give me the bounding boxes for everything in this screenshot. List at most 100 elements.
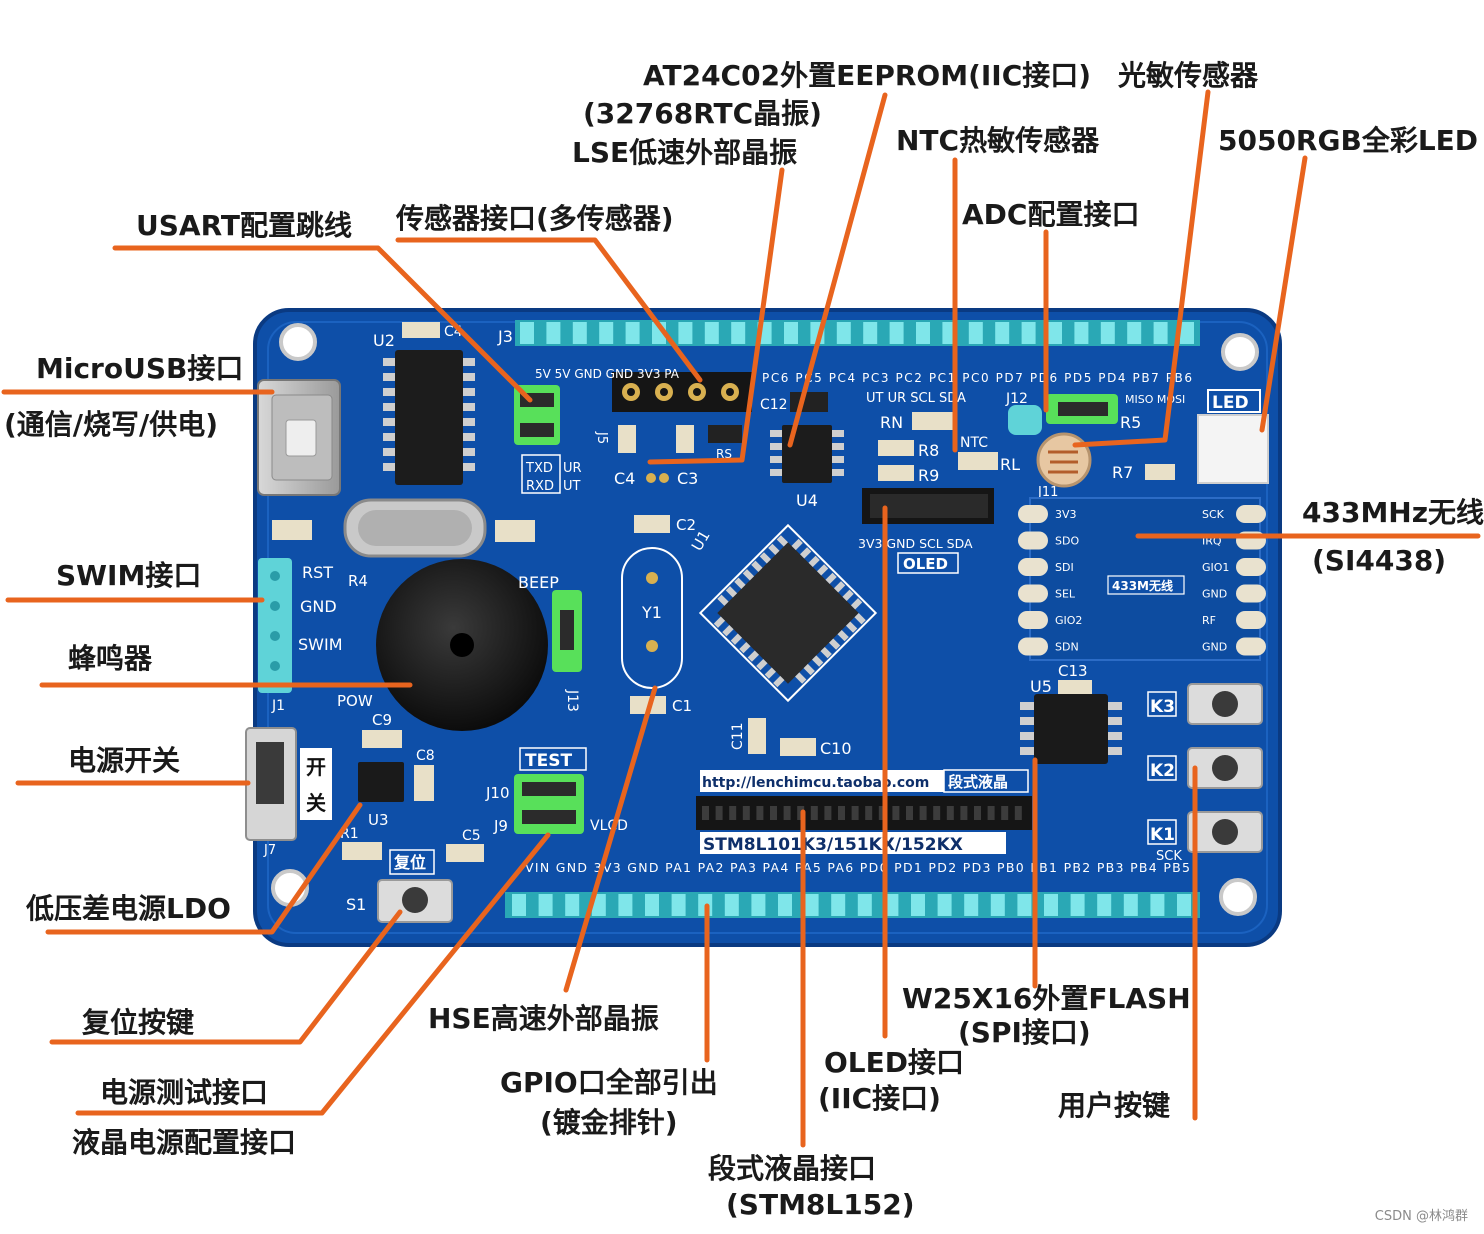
header-pin	[831, 894, 846, 916]
mcu-pin	[768, 543, 780, 556]
header-pin	[1070, 894, 1085, 916]
seg-pin	[702, 806, 709, 820]
mcu-pin	[742, 569, 755, 581]
mcu-pin	[764, 667, 776, 679]
chip-pin	[463, 463, 475, 471]
label-microusb: MicroUSB接口	[36, 352, 243, 385]
mcu-pin	[854, 612, 866, 625]
chip-pin	[463, 388, 475, 396]
crystal-can	[343, 498, 535, 558]
c12-label: C12	[760, 397, 788, 413]
swim-header: RST GND SWIM R4 J1 POW	[258, 520, 373, 714]
chip-pin	[1020, 732, 1034, 740]
rf-pad	[1236, 637, 1266, 656]
mcu-pin	[816, 564, 829, 576]
chip-pin	[463, 403, 475, 411]
label-hse-crystal: HSE高速外部晶振	[428, 1002, 659, 1035]
gnd-label: GND	[300, 597, 337, 616]
header-pin	[1127, 322, 1142, 344]
mcu-pin	[747, 650, 760, 662]
label-power-switch: 电源开关	[68, 744, 180, 777]
label-power-test: 电源测试接口	[100, 1076, 268, 1109]
c1-label: C1	[672, 697, 692, 715]
switch-on-label: 开	[306, 755, 326, 779]
rf-pad	[1236, 558, 1266, 576]
header-pin	[916, 322, 930, 344]
chip-pin	[770, 443, 782, 450]
r9-label: R9	[918, 466, 939, 485]
chip-pin	[1108, 732, 1122, 740]
rf-pin-left-label: SDO	[1055, 535, 1079, 548]
mcu-pin	[833, 581, 846, 593]
header-pin	[671, 894, 686, 916]
label-flash-sub: (SPI接口)	[958, 1016, 1091, 1049]
seg-pin	[729, 806, 737, 820]
key-k3[interactable]	[1187, 683, 1263, 725]
label-oled: OLED接口	[824, 1046, 964, 1079]
beep-label: BEEP	[518, 573, 559, 592]
header-pin	[836, 322, 851, 344]
mcu-pin	[730, 633, 743, 645]
leader-ldo	[45, 802, 363, 935]
header-pin	[884, 894, 899, 916]
label-ldo: 低压差电源LDO	[25, 892, 231, 925]
c9-label: C9	[372, 711, 392, 729]
label-oled-sub: (IIC接口)	[818, 1082, 941, 1115]
rxd-label: RXD	[526, 479, 554, 494]
header-pin	[1150, 894, 1165, 916]
header-pin	[937, 894, 952, 916]
header-pin	[1180, 322, 1194, 344]
u2-chip: U2 C4	[373, 322, 475, 485]
buzzer	[376, 559, 548, 731]
header-pin	[645, 894, 659, 916]
test-vlcd-jumpers: TEST J10 J9 VLCD	[485, 747, 628, 835]
chip-pin	[1108, 717, 1122, 725]
chip-pin	[383, 418, 395, 426]
header-pin	[1153, 322, 1168, 344]
ut-ur-scl-sda-label: UT UR SCL SDA	[866, 391, 966, 406]
chip-pin	[770, 469, 782, 476]
header-pin	[964, 894, 979, 916]
mcu-pin	[722, 625, 734, 637]
key-k2[interactable]	[1187, 747, 1263, 789]
j12-label: J12	[1005, 391, 1028, 407]
rf-module-tag: 433M无线	[1112, 578, 1173, 593]
chip-pin	[1108, 702, 1122, 710]
rf-pad	[1236, 505, 1266, 523]
header-pin	[731, 322, 746, 344]
power-switch[interactable]: 开 关 J7	[245, 727, 332, 858]
rst-label: RST	[302, 563, 333, 582]
key-k1[interactable]	[1187, 811, 1263, 853]
rf-pin-left-label: SDN	[1055, 641, 1079, 654]
header-pin	[863, 322, 878, 344]
header-pin	[512, 894, 526, 916]
chip-pin	[832, 469, 844, 476]
j5-label: J5	[594, 431, 609, 444]
header-pin	[1074, 322, 1089, 344]
leader-lines	[1, 89, 1481, 1148]
header-pin	[1100, 322, 1115, 344]
chip-pin	[463, 433, 475, 441]
leader-power-test	[75, 832, 551, 1116]
label-wireless-sub: (SI4438)	[1312, 544, 1446, 577]
ur-label: UR	[563, 461, 582, 476]
rf-pad	[1236, 611, 1266, 629]
header-pin	[1048, 322, 1062, 344]
chip-pin	[770, 430, 782, 437]
label-reset-key: 复位按键	[82, 1006, 194, 1039]
header-pin	[1097, 894, 1112, 916]
chip-pin	[383, 388, 395, 396]
mcu-u1: U1 C11 C10	[688, 523, 878, 758]
chip-pin	[383, 403, 395, 411]
chip-pin	[770, 456, 782, 463]
c2-label: C2	[676, 516, 696, 534]
r7-label: R7	[1112, 463, 1133, 482]
rf-pin-left-label: 3V3	[1055, 508, 1077, 521]
rf-pin-right-label: GIO1	[1202, 561, 1229, 574]
seg-pin	[1001, 806, 1009, 820]
rl-label: RL	[1000, 455, 1020, 474]
reset-button[interactable]: 复位 S1	[346, 849, 453, 923]
c3-label: C3	[677, 469, 698, 488]
mcu-pin	[795, 672, 807, 684]
